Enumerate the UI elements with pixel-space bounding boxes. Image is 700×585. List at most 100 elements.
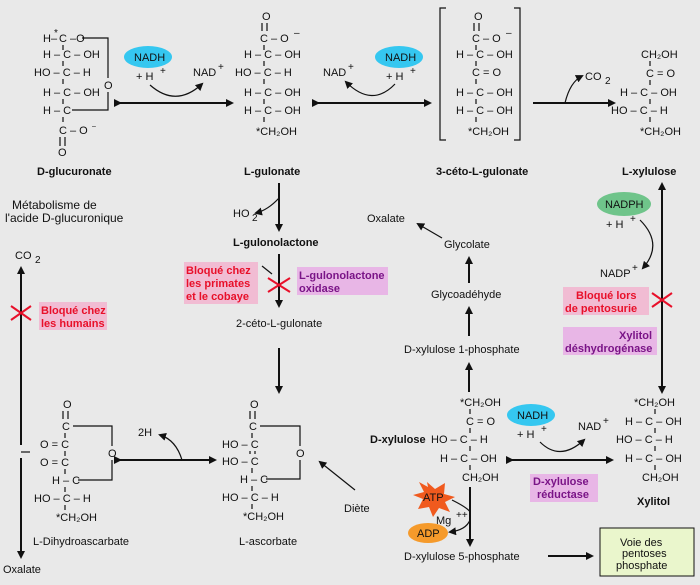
l-ascorbate-structure: O C HO – C HO – C H – C HO – C – H *CH₂O… [222,399,305,523]
l-ascorbate-label: L-ascorbate [239,536,297,548]
atp-star [413,482,455,517]
nadph-text: NADPH [605,199,644,211]
svg-text:C – O: C – O [260,33,289,45]
blocked-humans-line-1: Bloqué chez [41,305,106,317]
ho2-text: HO [233,208,250,220]
svg-text:H – C – OH: H – C – OH [244,87,301,99]
enzyme-gulonolactone-1: L-gulonolactone [299,270,385,282]
d-xylulose-label: D-xylulose [370,434,426,446]
d-xylulose-structure: *CH₂OH C = O HO – C – H H – C – OH CH₂OH [431,397,501,484]
svg-text:CH₂OH: CH₂OH [462,472,499,484]
svg-text:H – C – OH: H – C – OH [625,416,682,428]
svg-text:*CH₂OH: *CH₂OH [468,126,509,138]
svg-text:+: + [541,424,547,435]
svg-text:HO – C – H: HO – C – H [235,67,292,79]
svg-text:C – O: C – O [59,125,88,137]
svg-text:H – C – OH: H – C – OH [456,105,513,117]
xylitol-dehydrogenase-highlight [563,327,657,355]
pentose-line-1: Voie des [620,537,663,549]
blocked-primates-line-2: les primates [186,278,250,290]
h-plus-3: + H [517,429,534,441]
svg-text:H – C: H – C [240,474,268,486]
svg-text:O: O [58,147,67,159]
svg-text:–: – [92,123,96,130]
svg-text:O: O [104,80,113,92]
svg-text:C – O: C – O [472,33,501,45]
atp-text: ATP [423,492,444,504]
xylitol-label: Xylitol [637,496,670,508]
enzyme-xylitol-1: Xylitol [619,330,652,342]
svg-text:H–: H– [43,33,58,45]
blocked-pentosuria-line-2: de pentosurie [565,303,637,315]
nad-3: NAD [578,421,601,433]
adp-text: ADP [417,528,440,540]
svg-text:HO – C: HO – C [222,456,259,468]
svg-text:HO – C – H: HO – C – H [611,105,668,117]
svg-text:*CH₂OH: *CH₂OH [634,397,675,409]
svg-text:CH₂OH: CH₂OH [641,49,678,61]
svg-text:+: + [630,214,636,225]
svg-text:O: O [63,399,72,411]
blocked-humans-highlight [39,302,107,330]
h-plus-4: + H [606,219,623,231]
svg-text:H – C – OH: H – C – OH [625,453,682,465]
blocked-pentosuria-highlight [563,287,649,315]
svg-text:HO – C – H: HO – C – H [222,492,279,504]
gulonolactone-oxidase-highlight [297,267,388,295]
svg-text:*CH₂OH: *CH₂OH [256,126,297,138]
d-xylulose-5p-label: D-xylulose 5-phosphate [404,551,520,563]
3-keto-gulonate-label: 3-céto-L-gulonate [436,166,528,178]
svg-text:*: * [54,28,58,39]
svg-text:C: C [59,33,67,45]
pentose-line-3: phosphate [616,560,667,572]
adp-badge [408,523,448,543]
svg-text:2: 2 [35,255,41,266]
svg-text:C = O: C = O [646,68,675,80]
d-glucuronate-structure: H–* C–O H – C – OH HO – C – H H – C – OH… [34,28,113,159]
co2-1: CO [585,71,602,83]
svg-text:–: – [294,28,300,39]
svg-text:H – C – OH: H – C – OH [43,49,100,61]
svg-text:*CH₂OH: *CH₂OH [460,397,501,409]
title-line-1: Métabolisme de [12,198,97,212]
svg-text:HO – C – H: HO – C – H [34,67,91,79]
2-keto-gulonate-label: 2-céto-L-gulonate [236,318,322,330]
svg-text:HO – C – H: HO – C – H [616,434,673,446]
l-gulonate-structure: O C – O– H – C – OH HO – C – H H – C – O… [235,11,301,138]
svg-text:O: O [250,399,259,411]
svg-text:H – C – OH: H – C – OH [456,87,513,99]
nadh-text-1: NADH [134,52,165,64]
svg-text:C: C [62,421,70,433]
l-gulonate-label: L-gulonate [244,166,300,178]
nadh-badge-2 [375,46,423,68]
blocked-pentosuria-line-1: Bloqué lors [576,290,637,302]
svg-text:*CH₂OH: *CH₂OH [56,512,97,524]
svg-text:2: 2 [605,76,611,87]
blocked-x-humans [10,305,32,321]
svg-text:+: + [603,416,609,427]
mg-label: Mg [436,515,451,527]
svg-text:–: – [506,28,512,39]
enzyme-gulonolactone-2: oxidase [299,283,340,295]
svg-text:–O: –O [70,33,85,45]
svg-text:O: O [474,11,483,23]
blocked-primates-line-1: Bloqué chez [186,265,251,277]
svg-text:H – C: H – C [43,105,71,117]
nadh-badge-3 [507,404,555,426]
svg-text:H – C – OH: H – C – OH [244,49,301,61]
l-dehydroascorbate-label: L-Dihydroascarbate [33,536,129,548]
d-xylulose-1p-label: D-xylulose 1-phosphate [404,344,520,356]
d-glucuronate-label: D-glucuronate [37,166,112,178]
svg-text:HO – C: HO – C [222,439,259,451]
blocked-primates-line-3: et le cobaye [186,291,249,303]
nadp-text: NADP [600,268,631,280]
oxalate-left-label: Oxalate [3,564,41,576]
svg-text:++: ++ [456,510,468,521]
svg-text:H – C – OH: H – C – OH [43,87,100,99]
svg-text:+: + [410,66,416,77]
nad-2: NAD [323,67,346,79]
svg-text:CH₂OH: CH₂OH [642,472,679,484]
enzyme-xylulose-1: D-xylulose [533,476,589,488]
